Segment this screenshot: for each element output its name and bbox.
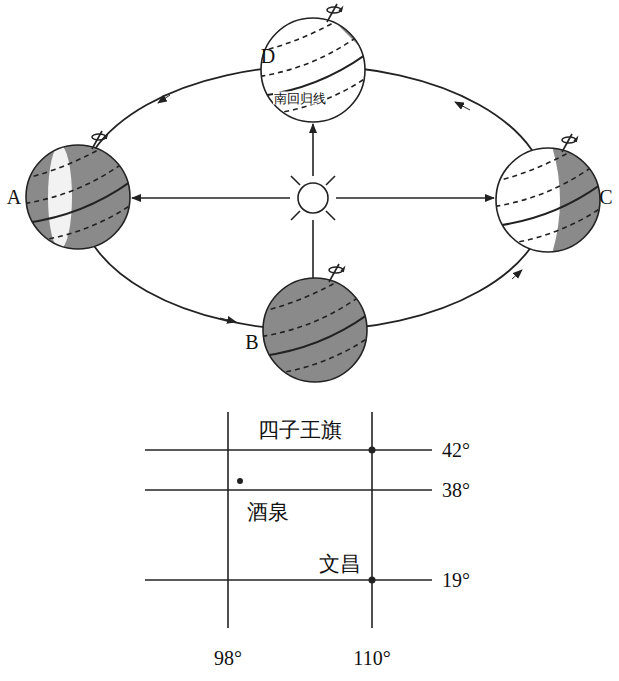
place-name: 酒泉 [247, 502, 289, 523]
point-label: D [261, 46, 275, 66]
point-label: C [599, 187, 612, 207]
earth-b [244, 264, 382, 382]
lat-lon-grid [145, 412, 432, 628]
earth-a [7, 131, 145, 249]
longitude-label: 98° [214, 648, 242, 668]
latitude-label: 42° [442, 440, 470, 460]
point-label: B [245, 332, 258, 352]
earth-d [242, 4, 380, 122]
latitude-label: 19° [442, 570, 470, 590]
tropic-label: 南回归线 [273, 92, 327, 105]
sun [291, 176, 335, 220]
place-name: 四子王旗 [258, 420, 342, 441]
point-label: A [7, 187, 21, 207]
earth-c [477, 134, 615, 260]
latitude-label: 38° [442, 480, 470, 500]
longitude-label: 110° [353, 648, 390, 668]
place-name: 文昌 [319, 554, 361, 575]
